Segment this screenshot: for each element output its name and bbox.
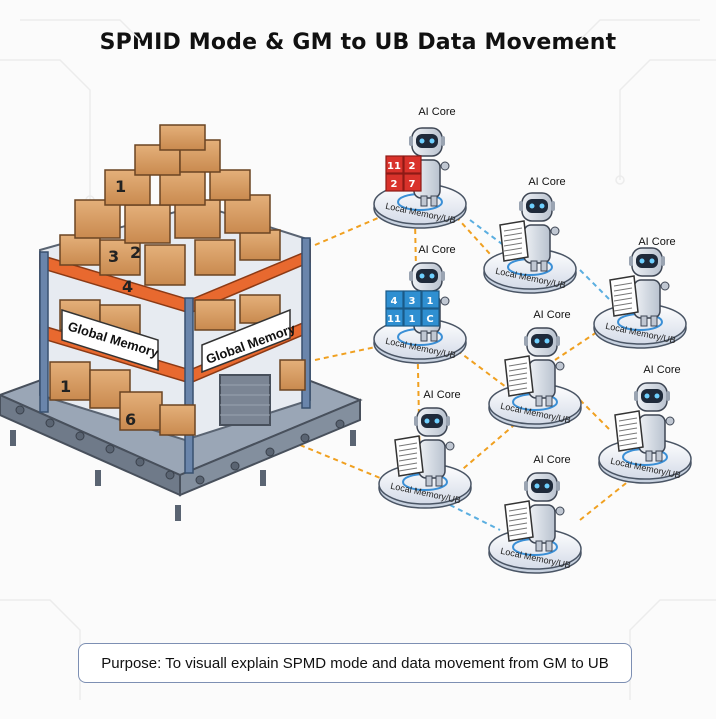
global-memory-warehouse: 1 3 2 4 1 6 Global Memory Global Memory xyxy=(0,124,363,521)
ai-core-label: AI Core xyxy=(533,309,570,321)
ai-core-label: AI Core xyxy=(533,454,570,466)
ai-core-label: AI Core xyxy=(418,244,455,256)
svg-text:4: 4 xyxy=(122,277,133,296)
svg-text:3: 3 xyxy=(108,247,119,266)
box-numbers: 1 3 2 4 1 6 xyxy=(60,177,141,429)
svg-text:4: 4 xyxy=(391,296,398,307)
svg-text:2: 2 xyxy=(409,161,416,172)
ai-core-label: AI Core xyxy=(638,236,675,248)
ai-core-label: AI Core xyxy=(418,106,455,118)
svg-text:1: 1 xyxy=(60,377,71,396)
link-gm-core-4 xyxy=(314,344,386,361)
ai-core-label: AI Core xyxy=(423,389,460,401)
ai-core-label: AI Core xyxy=(528,176,565,188)
ai-core-label: AI Core xyxy=(643,364,680,376)
purpose-caption: Purpose: To visuall explain SPMD mode an… xyxy=(78,643,632,683)
diagram-title: SPMID Mode & GM to UB Data Movement xyxy=(99,30,617,55)
svg-text:6: 6 xyxy=(125,410,136,429)
svg-text:2: 2 xyxy=(130,243,141,262)
svg-text:3: 3 xyxy=(409,296,416,307)
svg-text:11: 11 xyxy=(387,314,401,325)
svg-text:7: 7 xyxy=(409,179,416,190)
link-gm-core-1 xyxy=(314,214,386,246)
svg-text:1: 1 xyxy=(427,296,434,307)
link-gm-core-7 xyxy=(299,444,386,481)
svg-text:2: 2 xyxy=(391,179,398,190)
svg-text:11: 11 xyxy=(387,161,401,172)
svg-text:1: 1 xyxy=(115,177,126,196)
svg-text:1: 1 xyxy=(409,314,416,325)
svg-text:C: C xyxy=(426,314,433,325)
